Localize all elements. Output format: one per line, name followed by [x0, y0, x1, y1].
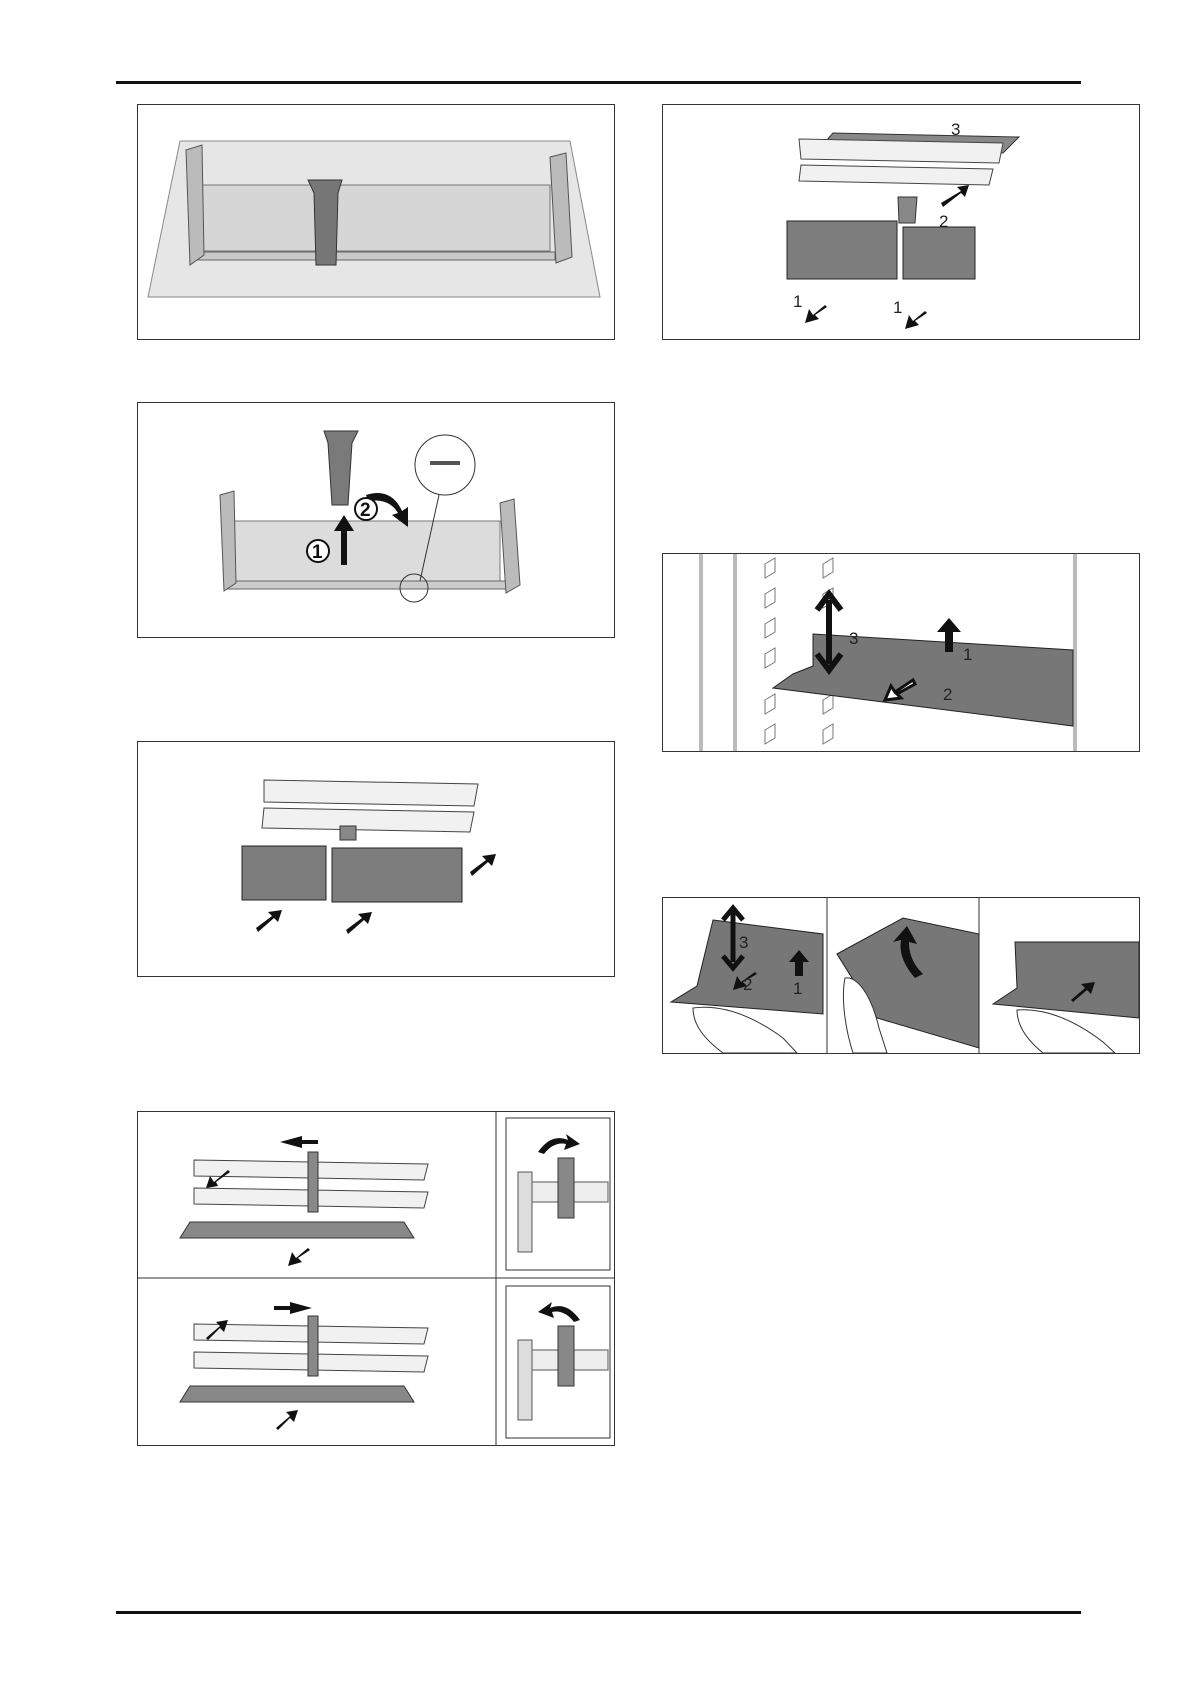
panel-2 — [837, 918, 979, 1053]
figure-insert-divider: 1 2 — [137, 402, 615, 638]
left-drawer — [787, 221, 897, 279]
figure-shelf-removal: 3 1 2 — [662, 553, 1140, 752]
label-step2: 2 — [360, 500, 371, 521]
arrow-right-drawer — [346, 912, 372, 934]
right-drawer — [903, 227, 975, 279]
left-drawer — [242, 846, 326, 900]
label-2: 2 — [743, 975, 752, 994]
figure-shelf-with-divider — [137, 104, 615, 340]
figure-shelf-hands: 3 2 1 — [662, 897, 1140, 1054]
divider-part — [898, 197, 917, 223]
panel-top-right — [518, 1134, 608, 1252]
panel-3 — [993, 942, 1139, 1053]
arrow-1b — [905, 311, 927, 329]
label-1: 1 — [793, 979, 802, 998]
label-1: 1 — [963, 645, 972, 664]
header-rule — [116, 81, 1081, 84]
arrow-3 — [817, 594, 841, 670]
arrow-left-drawer — [256, 910, 282, 932]
panel-1: 3 2 1 — [671, 908, 823, 1053]
label-1b: 1 — [893, 298, 902, 317]
label-2: 2 — [943, 685, 952, 704]
panel-bottom-right — [518, 1302, 608, 1420]
label-3: 3 — [951, 120, 960, 139]
label-1a: 1 — [793, 292, 802, 311]
panel-bottom-left — [180, 1302, 428, 1430]
arrow-cover — [470, 854, 496, 876]
figure-insert-drawers — [137, 741, 615, 977]
label-3: 3 — [739, 933, 748, 952]
glass-shelf — [773, 634, 1073, 726]
label-3: 3 — [849, 629, 858, 648]
panel-top-left — [180, 1136, 428, 1266]
figure-drawers-removal: 3 2 1 1 — [662, 104, 1140, 340]
arrow-2 — [941, 185, 969, 207]
label-2: 2 — [939, 212, 948, 231]
label-step1: 1 — [312, 542, 323, 563]
divider-part — [324, 431, 358, 505]
arrow-1a — [805, 305, 827, 323]
footer-rule — [116, 1611, 1081, 1614]
figure-split-shelf — [137, 1111, 615, 1446]
right-drawer — [332, 848, 462, 902]
